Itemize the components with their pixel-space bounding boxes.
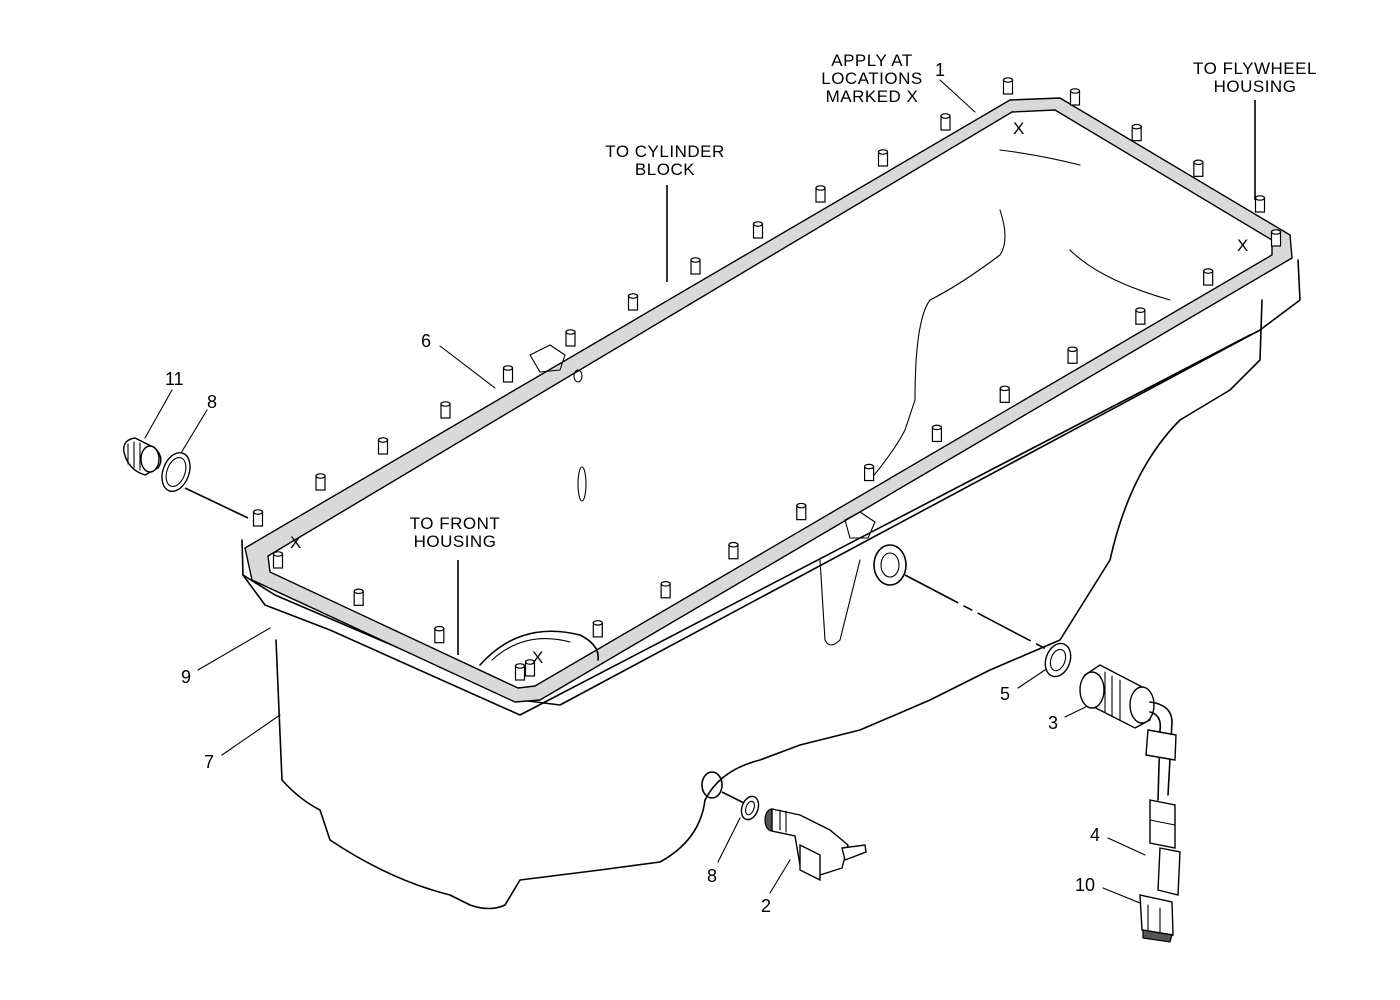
callout-leader-2 (769, 859, 791, 894)
oil-pan-flange-lower (242, 334, 1251, 716)
note-to-flywheel-housing: TO FLYWHEEL HOUSING (1193, 59, 1317, 96)
lower-port (701, 771, 723, 799)
harness-part-4 (1149, 799, 1181, 896)
flange-stud-cap (931, 424, 943, 431)
callout-leader-9 (197, 627, 271, 671)
flange-stud-cap (1069, 88, 1081, 94)
callout-leader-6 (439, 345, 496, 389)
callout-leader-4 (1107, 837, 1146, 856)
centerline-sensor (904, 574, 1049, 651)
flange-stud-cap (728, 541, 739, 548)
callout-leader-8a (177, 409, 208, 459)
centerline-plug (184, 487, 249, 519)
flange-stud-cap (796, 502, 807, 509)
flange-stud-cap (863, 463, 875, 470)
callout-6: 6 (421, 331, 432, 351)
flange-studs (252, 77, 1282, 681)
flange-stud-cap (1002, 77, 1014, 83)
flange-stud-cap (1067, 346, 1078, 353)
flange-stud-cap (1131, 123, 1142, 130)
flange-stud-cap (592, 620, 603, 626)
pan-boss-rear (529, 344, 566, 373)
sensor-part-3 (1079, 664, 1177, 801)
callout-4: 4 (1090, 825, 1101, 845)
flange-stud-cap (1193, 159, 1204, 166)
flange-stud-cap (565, 329, 576, 335)
gasket-ring (244, 97, 1293, 703)
flange-stud-cap (815, 185, 826, 191)
note-apply-at-x: APPLY AT LOCATIONS MARKED X (821, 51, 923, 106)
pan-boss-front (844, 511, 876, 539)
flange-stud-cap (252, 509, 264, 515)
flange-stud-cap (377, 437, 389, 443)
x-mark-rear-corner: X (1013, 119, 1025, 138)
flange-stud-cap (353, 588, 364, 595)
flange-stud-cap (940, 113, 951, 119)
front-housing-opening (479, 630, 599, 666)
flange-stud-cap (1254, 195, 1266, 201)
seal-ring-8b (740, 795, 760, 821)
flange-stud-cap (502, 365, 514, 371)
plug-part-11 (123, 437, 162, 476)
oil-pan-flange-outer (241, 259, 1301, 706)
oil-pan-body (275, 299, 1263, 910)
callout-9: 9 (181, 667, 192, 687)
seal-ring-8a (161, 451, 191, 493)
flange-stud-cap (514, 663, 526, 669)
flange-stud-cap (1270, 229, 1282, 235)
callout-8-plug: 8 (207, 392, 218, 412)
callout-8-valve: 8 (707, 866, 718, 886)
oil-pan-inner-top (999, 149, 1171, 301)
callout-3: 3 (1048, 713, 1059, 733)
callout-1: 1 (935, 60, 946, 80)
oil-pan-sump-step (819, 559, 861, 646)
valve-part-2 (764, 808, 867, 882)
flange-stud-cap (752, 221, 764, 227)
flange-stud-cap (660, 581, 671, 587)
pan-slot (577, 466, 587, 502)
flange-stud-cap (690, 257, 701, 263)
side-port-inner (880, 552, 900, 578)
flange-stud-cap (627, 293, 639, 299)
flange-stud-cap (272, 551, 284, 557)
centerline-valve (721, 791, 747, 805)
note-to-cylinder-block: TO CYLINDER BLOCK (605, 142, 725, 179)
flange-stud-cap (1203, 268, 1214, 274)
flange-stud-cap (524, 659, 536, 665)
x-mark-front-corner: X (290, 533, 302, 552)
callout-7: 7 (204, 752, 215, 772)
x-mark-flywheel-corner: X (1237, 236, 1249, 255)
flange-stud-cap (999, 385, 1010, 392)
callout-leader-7 (221, 714, 281, 756)
callout-5: 5 (1000, 684, 1011, 704)
flange-stud-cap (440, 401, 451, 407)
x-mark-front-housing: X (532, 648, 544, 667)
front-housing-opening-inner (491, 638, 571, 661)
callout-leader-11 (144, 389, 173, 439)
oil-pan-inner-contour (869, 209, 1006, 481)
connector-part-10 (1139, 894, 1174, 943)
side-port (873, 544, 907, 586)
callout-leader-10 (1102, 887, 1146, 906)
callout-leader-8b (717, 817, 741, 863)
seal-ring-5 (1044, 642, 1072, 678)
callout-leader-5 (1017, 667, 1049, 689)
callout-10: 10 (1075, 875, 1096, 895)
flange-stud-cap (877, 149, 889, 155)
callout-11: 11 (165, 369, 184, 389)
pan-hole (573, 369, 583, 383)
callout-2: 2 (761, 896, 772, 916)
note-to-front-housing: TO FRONT HOUSING (409, 514, 501, 551)
callout-leader-1 (939, 79, 976, 113)
flange-stud-cap (434, 625, 445, 632)
flange-stud-cap (1135, 307, 1146, 313)
flange-stud-cap (315, 473, 326, 479)
